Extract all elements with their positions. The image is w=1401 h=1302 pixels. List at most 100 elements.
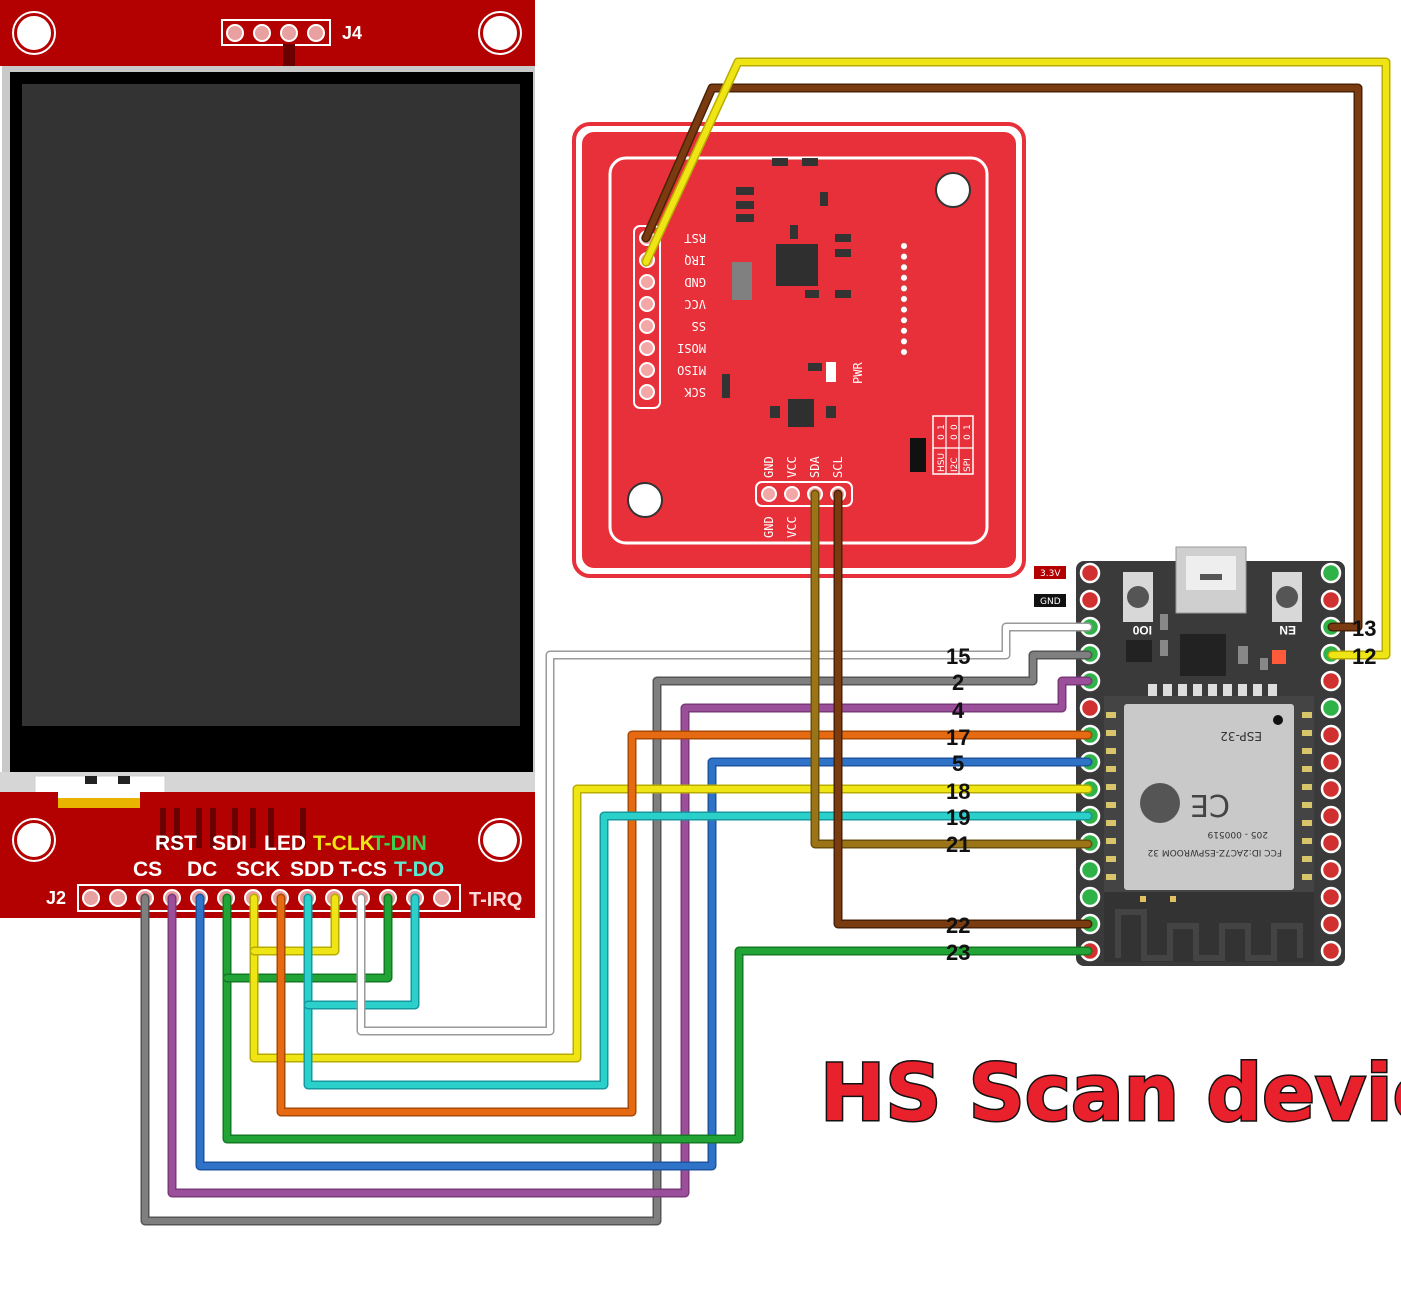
esp32-right-pin (1320, 805, 1342, 827)
rfid-pin (639, 362, 655, 378)
wires (140, 57, 1391, 1226)
antenna-pad (900, 284, 908, 293)
diagram-title: HS Scan device (820, 1049, 1401, 1139)
label-t-irq: T-IRQ (469, 889, 522, 911)
gpio-labels: 15 2 4 17 5 18 19 21 22 23 13 12 (946, 616, 1376, 965)
antenna-pad (900, 348, 908, 356)
rfid-bottom-pin (784, 486, 800, 502)
esp32-right-pin (1320, 589, 1342, 611)
tag-gnd (1034, 594, 1066, 607)
mode-table: HSU I2C SPI 0 1 0 0 0 1 (932, 415, 974, 475)
rfid-bottom-pin-label: GND (762, 456, 776, 478)
label-t-din: T-DIN (372, 832, 427, 855)
svg-text:0: 0 (937, 434, 947, 440)
rfid-pin-label: MOSI (677, 341, 706, 355)
rfid-bottom-pin-label: GND (762, 516, 776, 538)
esp32-right-pin (1320, 751, 1342, 773)
antenna-pad (900, 305, 908, 314)
pwr-label: PWR (851, 362, 865, 384)
j2-pin (109, 889, 127, 907)
en-label: EN (1279, 623, 1296, 637)
tft-pin-labels: RST SDI LED T-CLK T-DIN CS DC SCK SDD T-… (46, 832, 522, 911)
gpio-label-22: 22 (946, 913, 970, 938)
svg-text:1: 1 (937, 424, 947, 430)
rfid-bottom-pin-label: SDA (808, 456, 822, 478)
label-t-clk: T-CLK (313, 832, 375, 855)
gpio-label-2: 2 (952, 670, 964, 695)
tag-3v3 (1034, 566, 1066, 579)
antenna-pad (900, 295, 908, 303)
rfid-pin (639, 318, 655, 334)
rfid-pin-label: MISO (677, 363, 706, 377)
io0-label: IO0 (1132, 623, 1152, 637)
label-dc: DC (187, 858, 217, 881)
esp32-right-pins (1320, 562, 1342, 962)
mount-hole (13, 819, 55, 861)
rfid-pin (639, 384, 655, 400)
rfid-pin-label: RST (684, 231, 706, 245)
rfid-reader-module: PWR HSU I2C SPI 0 1 0 0 0 1 RST IRQ GND VCC… (572, 122, 1026, 578)
fcc-text: FCC ID:2AC7Z-ESPWROOM 32 (1148, 847, 1282, 857)
mount-hole (479, 819, 521, 861)
antenna-pad (900, 273, 908, 282)
rfid-bottom-pin-label: VCC (785, 516, 799, 538)
label-sdi: SDI (212, 832, 247, 855)
gpio-label-5: 5 (952, 751, 964, 776)
espressif-logo (1140, 783, 1180, 823)
label-cs: CS (133, 858, 162, 881)
cert-text: 205 - 000519 (1207, 829, 1268, 839)
esp32-left-pin (1079, 589, 1101, 611)
svg-text:0: 0 (950, 434, 960, 440)
gpio-label-23: 23 (946, 940, 970, 965)
esp32-right-pin (1320, 724, 1342, 746)
gpio-label-21: 21 (946, 832, 970, 857)
rfid-pin (639, 274, 655, 290)
esp32-right-pin (1320, 562, 1342, 584)
label-sck: SCK (236, 858, 280, 881)
gpio-label-18: 18 (946, 779, 970, 804)
antenna-pad (900, 326, 908, 335)
j4-label: J4 (342, 23, 362, 43)
svg-text:0: 0 (950, 424, 960, 430)
tft-display-module: J4 RST SDI LED T-CLK T-DIN C (0, 0, 535, 918)
rfid-bottom-header (755, 481, 853, 507)
rfid-pin-label: IRQ (684, 253, 706, 267)
j4-header (221, 19, 331, 46)
rfid-bottom-pin-label: SCL (831, 456, 845, 478)
esp32-right-pin (1320, 886, 1342, 908)
rfid-pin-label: GND (684, 275, 706, 289)
svg-text:I2C: I2C (950, 457, 960, 472)
mount-hole (627, 482, 663, 518)
gpio-label-19: 19 (946, 805, 970, 830)
antenna-pad (900, 337, 908, 346)
label-t-cs: T-CS (339, 858, 387, 881)
module-name: ESP-32 (1220, 729, 1262, 743)
gpio-label-12: 12 (1352, 644, 1376, 669)
rfid-pin (639, 340, 655, 356)
rfid-bottom-pin-label: VCC (785, 456, 799, 478)
j2-pin (82, 889, 100, 907)
label-led: LED (264, 832, 306, 855)
rfid-bottom-pin (761, 486, 777, 502)
esp32-right-pin (1320, 670, 1342, 692)
esp32-left-pin (1079, 886, 1101, 908)
rfid-pin (639, 296, 655, 312)
svg-text:1: 1 (963, 424, 973, 430)
antenna-pad (900, 242, 908, 250)
rfid-pin-label: VCC (684, 297, 706, 311)
esp32-right-pin (1320, 940, 1342, 962)
antenna-pad (900, 316, 908, 325)
antenna-pads (900, 242, 908, 356)
svg-text:CE: CE (1190, 787, 1230, 822)
svg-text:0: 0 (963, 434, 973, 440)
pn532-chip (776, 244, 818, 286)
svg-text:GND: GND (1040, 597, 1061, 607)
svg-text:SPI: SPI (963, 458, 973, 472)
mount-hole (479, 12, 521, 54)
svg-text:HSU: HSU (937, 453, 947, 472)
label-rst: RST (155, 832, 197, 855)
gpio-label-13: 13 (1352, 616, 1376, 641)
label-t-do: T-DO (394, 858, 444, 881)
j2-header (77, 884, 461, 912)
